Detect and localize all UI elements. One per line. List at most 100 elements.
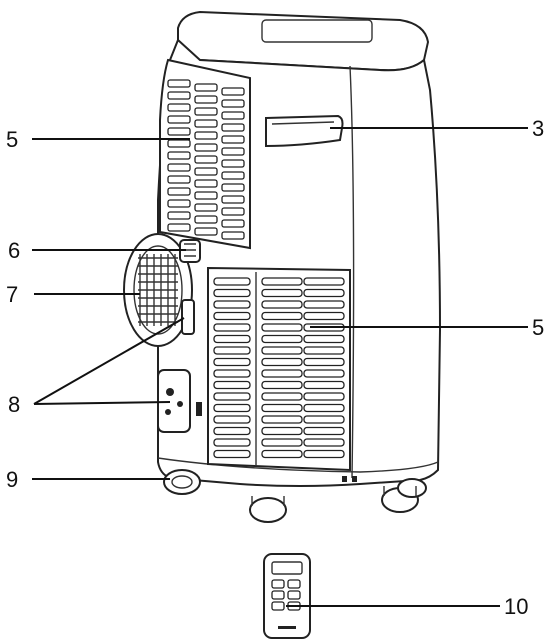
grille-slot xyxy=(261,311,303,321)
grille-slot xyxy=(221,219,245,228)
grille-slot xyxy=(261,403,303,413)
port-latch xyxy=(181,299,195,335)
grille-slot xyxy=(167,163,191,172)
grille-slot xyxy=(213,415,251,424)
grille-slot xyxy=(213,369,251,378)
grille-slot xyxy=(167,151,191,160)
grille-slot xyxy=(194,167,218,176)
callout-5-upper: 5 xyxy=(6,127,18,152)
callout-6: 6 xyxy=(8,238,20,263)
grille-slot xyxy=(167,139,191,148)
grille-slot xyxy=(221,207,245,216)
grille-slot xyxy=(213,311,251,321)
callout-8: 8 xyxy=(8,392,20,417)
grille-slot xyxy=(213,380,251,390)
carry-handle xyxy=(265,114,344,148)
grille-slot xyxy=(167,115,191,124)
grille-slot xyxy=(213,346,251,355)
grille-slot xyxy=(261,392,303,401)
grille-slot xyxy=(303,300,345,309)
grille-slot xyxy=(261,288,303,298)
grille-slot xyxy=(194,107,218,116)
grille-slot xyxy=(194,143,218,152)
grille-slot xyxy=(261,346,303,355)
grille-slot xyxy=(221,147,245,156)
grille-slot xyxy=(303,346,345,355)
grille-slot xyxy=(261,369,303,378)
grille-slot xyxy=(303,449,345,459)
remote-button xyxy=(271,590,285,600)
grille-slot xyxy=(213,449,251,459)
grille-slot xyxy=(213,277,251,286)
grille-slot xyxy=(261,415,303,424)
grille-slot xyxy=(303,380,345,390)
air-conditioner-unit xyxy=(123,10,442,523)
grille-slot xyxy=(303,392,345,401)
leader-8-b xyxy=(33,401,171,405)
callout-5-lower: 5 xyxy=(532,315,544,340)
grille-slot xyxy=(213,300,251,309)
remote-button xyxy=(287,590,301,600)
grille-slot xyxy=(194,215,218,224)
grille-slot xyxy=(261,334,303,344)
grille-slot xyxy=(303,369,345,378)
grille-slot xyxy=(303,403,345,413)
remote-button xyxy=(271,579,285,589)
grille-slot xyxy=(167,187,191,196)
grille-slot xyxy=(194,83,218,92)
grille-slot xyxy=(261,357,303,367)
grille-slot xyxy=(221,171,245,180)
grille-slot xyxy=(213,403,251,413)
grille-slot xyxy=(213,392,251,401)
callout-3: 3 xyxy=(532,116,544,141)
grille-slot xyxy=(167,127,191,136)
grille-slot xyxy=(261,438,303,447)
upper-air-filter-grille xyxy=(159,58,251,250)
callout-7: 7 xyxy=(6,282,18,307)
grille-slot xyxy=(261,277,303,286)
callout-labels: 5 3 6 7 5 8 9 10 xyxy=(6,116,544,619)
grille-slot xyxy=(303,415,345,424)
grille-slot xyxy=(167,79,191,88)
leader-lines xyxy=(32,127,528,607)
grille-slot xyxy=(221,195,245,204)
grille-slot xyxy=(194,131,218,140)
grille-slot xyxy=(303,288,345,298)
grille-slot xyxy=(303,357,345,367)
grille-slot xyxy=(303,438,345,447)
grille-slot xyxy=(194,227,218,236)
grille-slot xyxy=(194,119,218,128)
remote-button xyxy=(287,579,301,589)
caster-wheels xyxy=(163,469,427,523)
remote-control xyxy=(263,553,311,639)
grille-slot xyxy=(221,123,245,132)
grille-slot xyxy=(221,159,245,168)
grille-slot xyxy=(194,191,218,200)
grille-slot xyxy=(303,334,345,344)
grille-slot xyxy=(194,155,218,164)
grille-slot xyxy=(194,179,218,188)
grille-slot xyxy=(221,183,245,192)
grille-slot xyxy=(261,449,303,459)
connector-panel xyxy=(157,369,202,433)
leader-8-a xyxy=(33,317,185,405)
control-panel xyxy=(261,19,373,43)
grille-slot xyxy=(221,231,245,240)
grille-slot xyxy=(213,323,251,332)
callout-10: 10 xyxy=(504,594,528,619)
grille-slot xyxy=(303,311,345,321)
grille-slot xyxy=(261,323,303,332)
grille-slot xyxy=(213,334,251,344)
exhaust-port xyxy=(123,233,193,347)
grille-slot xyxy=(194,203,218,212)
grille-slot xyxy=(261,380,303,390)
callout-9: 9 xyxy=(6,467,18,492)
grille-slot xyxy=(167,223,191,232)
grille-slot xyxy=(167,199,191,208)
lower-air-filter-grille xyxy=(207,266,351,472)
grille-slot xyxy=(261,300,303,309)
grille-slot xyxy=(303,277,345,286)
grille-slot xyxy=(194,95,218,104)
grille-slot xyxy=(221,87,245,96)
